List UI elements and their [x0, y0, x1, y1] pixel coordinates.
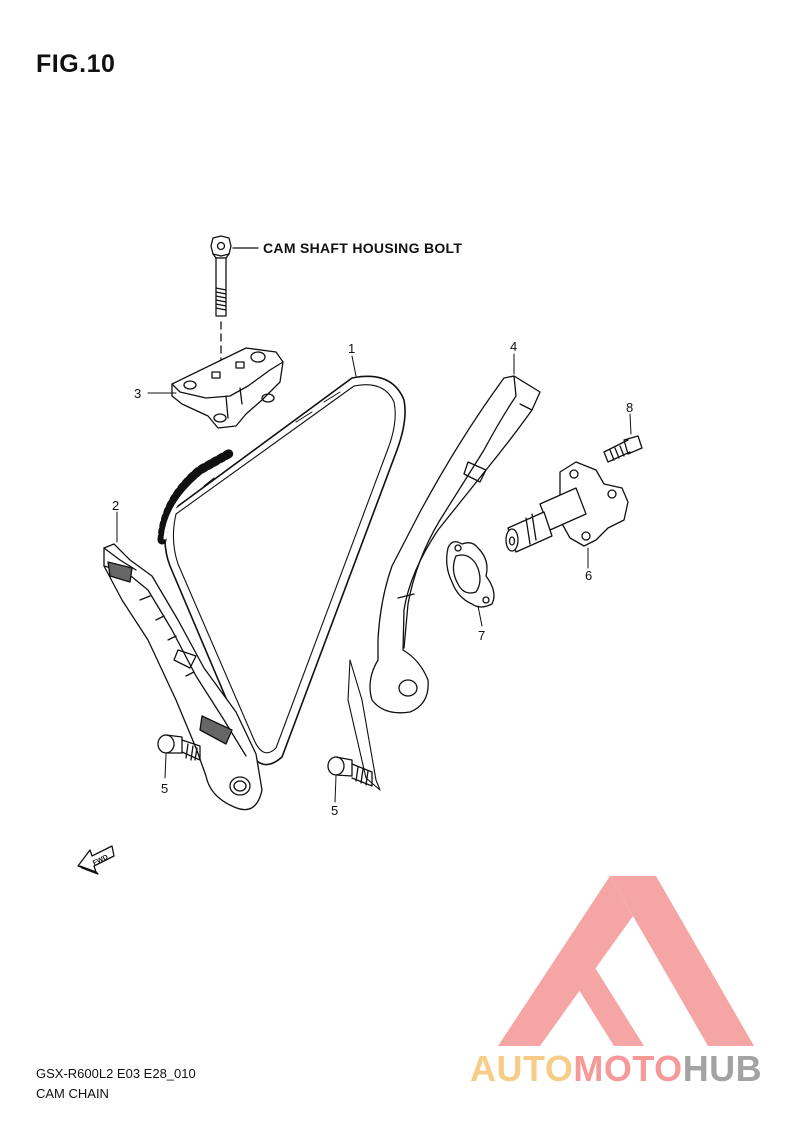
callout-4: 4 [510, 339, 517, 354]
callout-8: 8 [626, 400, 633, 415]
automotohub-wordmark: AUTOMOTOHUB [470, 1048, 762, 1090]
section-name: CAM CHAIN [36, 1086, 109, 1101]
fwd-arrow-icon [77, 845, 115, 875]
part-5b-guide-bolt [327, 756, 373, 787]
callout-7: 7 [478, 628, 485, 643]
part-8-tensioner-bolt [603, 435, 643, 463]
model-code: GSX-R600L2 E03 E28_010 [36, 1066, 196, 1081]
part-2-cam-chain-guide [103, 543, 263, 811]
callout-5a: 5 [161, 781, 168, 796]
wordmark-moto: MOTO [573, 1048, 683, 1089]
cam-shaft-housing-bolt [210, 235, 259, 409]
callout-5b: 5 [331, 803, 338, 818]
callout-1: 1 [348, 341, 355, 356]
part-3-cam-chain-guide-no3 [171, 347, 284, 429]
part-5a-guide-bolt [157, 734, 201, 761]
wordmark-hub: HUB [682, 1048, 763, 1089]
figure-title: FIG.10 [36, 50, 116, 78]
callout-2: 2 [112, 498, 119, 513]
callout-6: 6 [585, 568, 592, 583]
part-4-tensioner-guide [347, 375, 541, 791]
wordmark-auto: AUTO [470, 1048, 574, 1089]
callout-3: 3 [134, 386, 141, 401]
part-6-tension-adjuster [505, 461, 629, 553]
automotohub-logo [498, 876, 754, 1046]
cam-shaft-housing-bolt-label: CAM SHAFT HOUSING BOLT [263, 240, 463, 256]
part-1-cam-chain [157, 375, 406, 766]
part-7-gasket [446, 541, 495, 608]
